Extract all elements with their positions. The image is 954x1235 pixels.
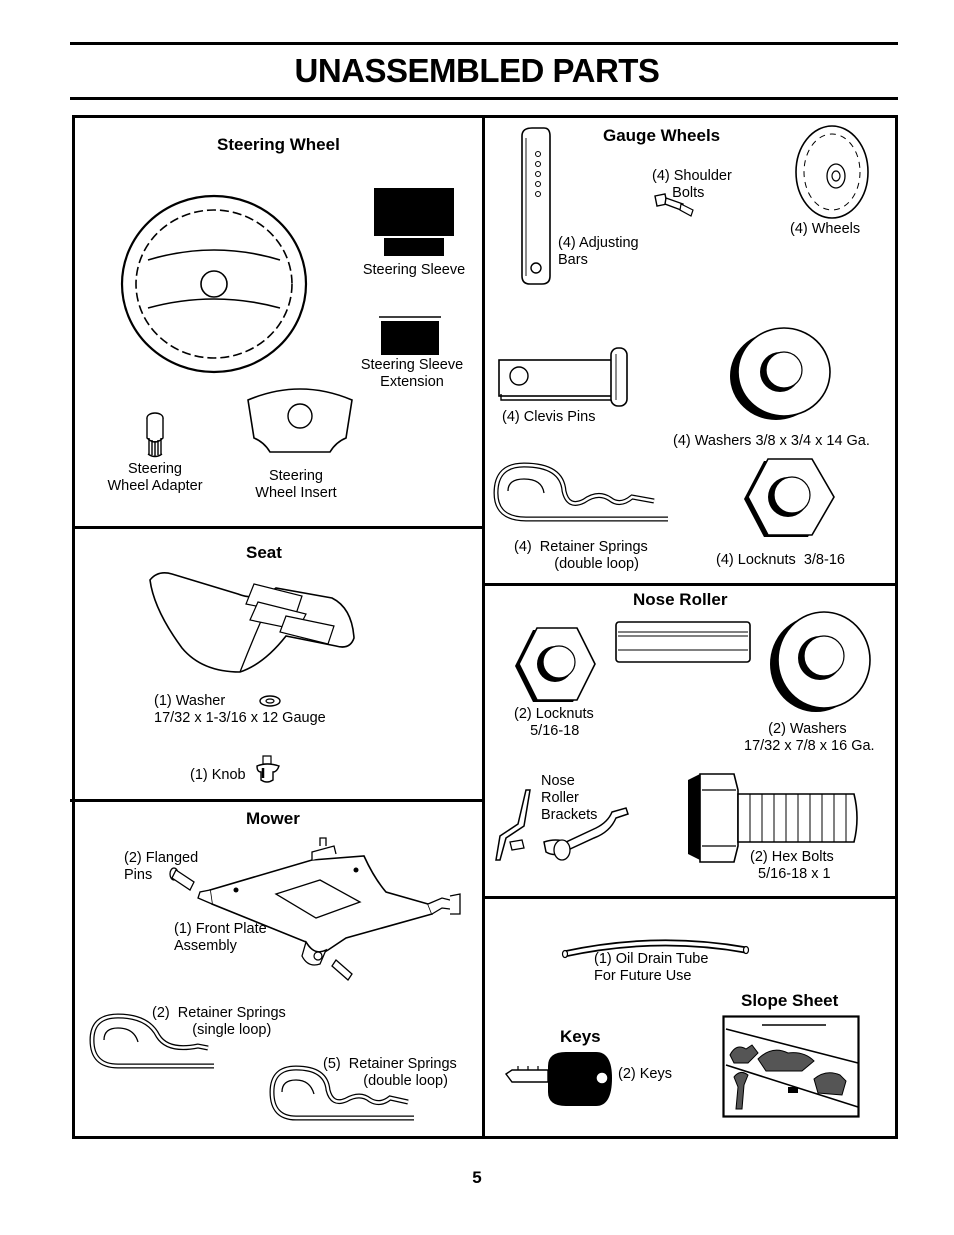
knob-illustration (256, 755, 280, 783)
locknuts-38-label: (4) Locknuts 3/8-16 (716, 552, 845, 568)
gauge-wheels-heading: Gauge Wheels (603, 126, 721, 145)
steering-sleeve-illustration (374, 188, 454, 256)
steering-sleeve-extension-illustration (379, 316, 441, 355)
oil-drain-tube-illustration (561, 939, 750, 959)
page-number: 5 (472, 1168, 482, 1187)
locknut-516-illustration (515, 627, 596, 702)
divider-gauge-nose (484, 583, 897, 586)
center-divider (482, 116, 485, 1138)
nose-roller-brackets-label: Nose Roller Brackets (541, 773, 598, 823)
steering-sleeve-label: Steering Sleeve (362, 262, 466, 278)
locknut-38-illustration (744, 458, 835, 537)
seat-heading: Seat (246, 543, 282, 562)
keys-heading: Keys (560, 1027, 601, 1046)
page-title: UNASSEMBLED PARTS (294, 52, 660, 89)
retainer-springs-double-mower-label: (5) Retainer Springs (double loop) (323, 1056, 457, 1089)
front-plate-assembly-illustration (197, 837, 461, 981)
shoulder-bolt-illustration (654, 193, 694, 217)
oil-drain-tube-label: (1) Oil Drain Tube For Future Use (594, 951, 709, 984)
nose-roller-heading: Nose Roller (633, 590, 728, 609)
steering-wheel-insert-label: Steering Wheel Insert (255, 468, 337, 501)
parts-frame (72, 115, 898, 1139)
locknuts-516-label: (2) Locknuts 5/16-18 (514, 706, 594, 739)
keys-label: (2) Keys (618, 1066, 672, 1082)
retainer-spring-double-mower-illustration (269, 1065, 414, 1121)
wheels-label: (4) Wheels (790, 221, 861, 237)
divider-steering-seat (73, 526, 484, 529)
adjusting-bar-illustration (521, 127, 551, 285)
washer-1732-illustration (770, 611, 871, 712)
steering-wheel-heading: Steering Wheel (217, 135, 340, 154)
nose-roller-brackets-illustration (495, 789, 629, 861)
knob-label: (1) Knob (190, 767, 246, 783)
washers-1732-label: (2) Washers 17/32 x 7/8 x 16 Ga. (744, 721, 875, 754)
divider-nose-misc (484, 896, 897, 899)
retainer-spring-double-illustration (493, 462, 668, 522)
steering-wheel-adapter-illustration (146, 412, 164, 458)
gauge-wheel-illustration (795, 125, 869, 219)
seat-washer-label: (1) Washer 17/32 x 1-3/16 x 12 Gauge (154, 693, 326, 726)
steering-wheel-illustration (120, 194, 308, 374)
divider-seat-mower (70, 799, 484, 802)
retainer-springs-label: (4) Retainer Springs (double loop) (514, 539, 648, 572)
flanged-pin-illustration (169, 867, 195, 891)
adjusting-bars-label: (4) Adjusting Bars (558, 235, 639, 268)
hex-bolts-label: (2) Hex Bolts 5/16-18 x 1 (750, 849, 834, 882)
washers-38-label: (4) Washers 3/8 x 3/4 x 14 Ga. (673, 433, 870, 449)
title-bottom-rule (70, 97, 898, 100)
retainer-spring-single-illustration (89, 1013, 214, 1069)
clevis-pin-illustration (498, 347, 628, 407)
slope-sheet-illustration (722, 1015, 860, 1118)
front-plate-assembly-label: (1) Front Plate Assembly (174, 921, 267, 954)
hex-bolt-illustration (688, 773, 858, 863)
top-rule (70, 42, 898, 45)
slope-sheet-heading: Slope Sheet (741, 991, 839, 1010)
steering-sleeve-extension-label: Steering Sleeve Extension (360, 357, 464, 390)
steering-wheel-adapter-label: Steering Wheel Adapter (107, 461, 203, 494)
mower-heading: Mower (246, 809, 300, 828)
key-illustration (504, 1052, 612, 1106)
steering-wheel-insert-illustration (247, 388, 353, 453)
shoulder-bolts-label: (4) Shoulder Bolts (652, 168, 732, 201)
retainer-springs-single-label: (2) Retainer Springs (single loop) (152, 1005, 286, 1038)
nose-roller-illustration (615, 621, 751, 663)
flanged-pins-label: (2) Flanged Pins (124, 850, 199, 883)
seat-illustration (149, 572, 355, 673)
seat-washer-illustration (259, 695, 281, 707)
washer-38-illustration (730, 327, 831, 420)
clevis-pins-label: (4) Clevis Pins (502, 409, 596, 425)
